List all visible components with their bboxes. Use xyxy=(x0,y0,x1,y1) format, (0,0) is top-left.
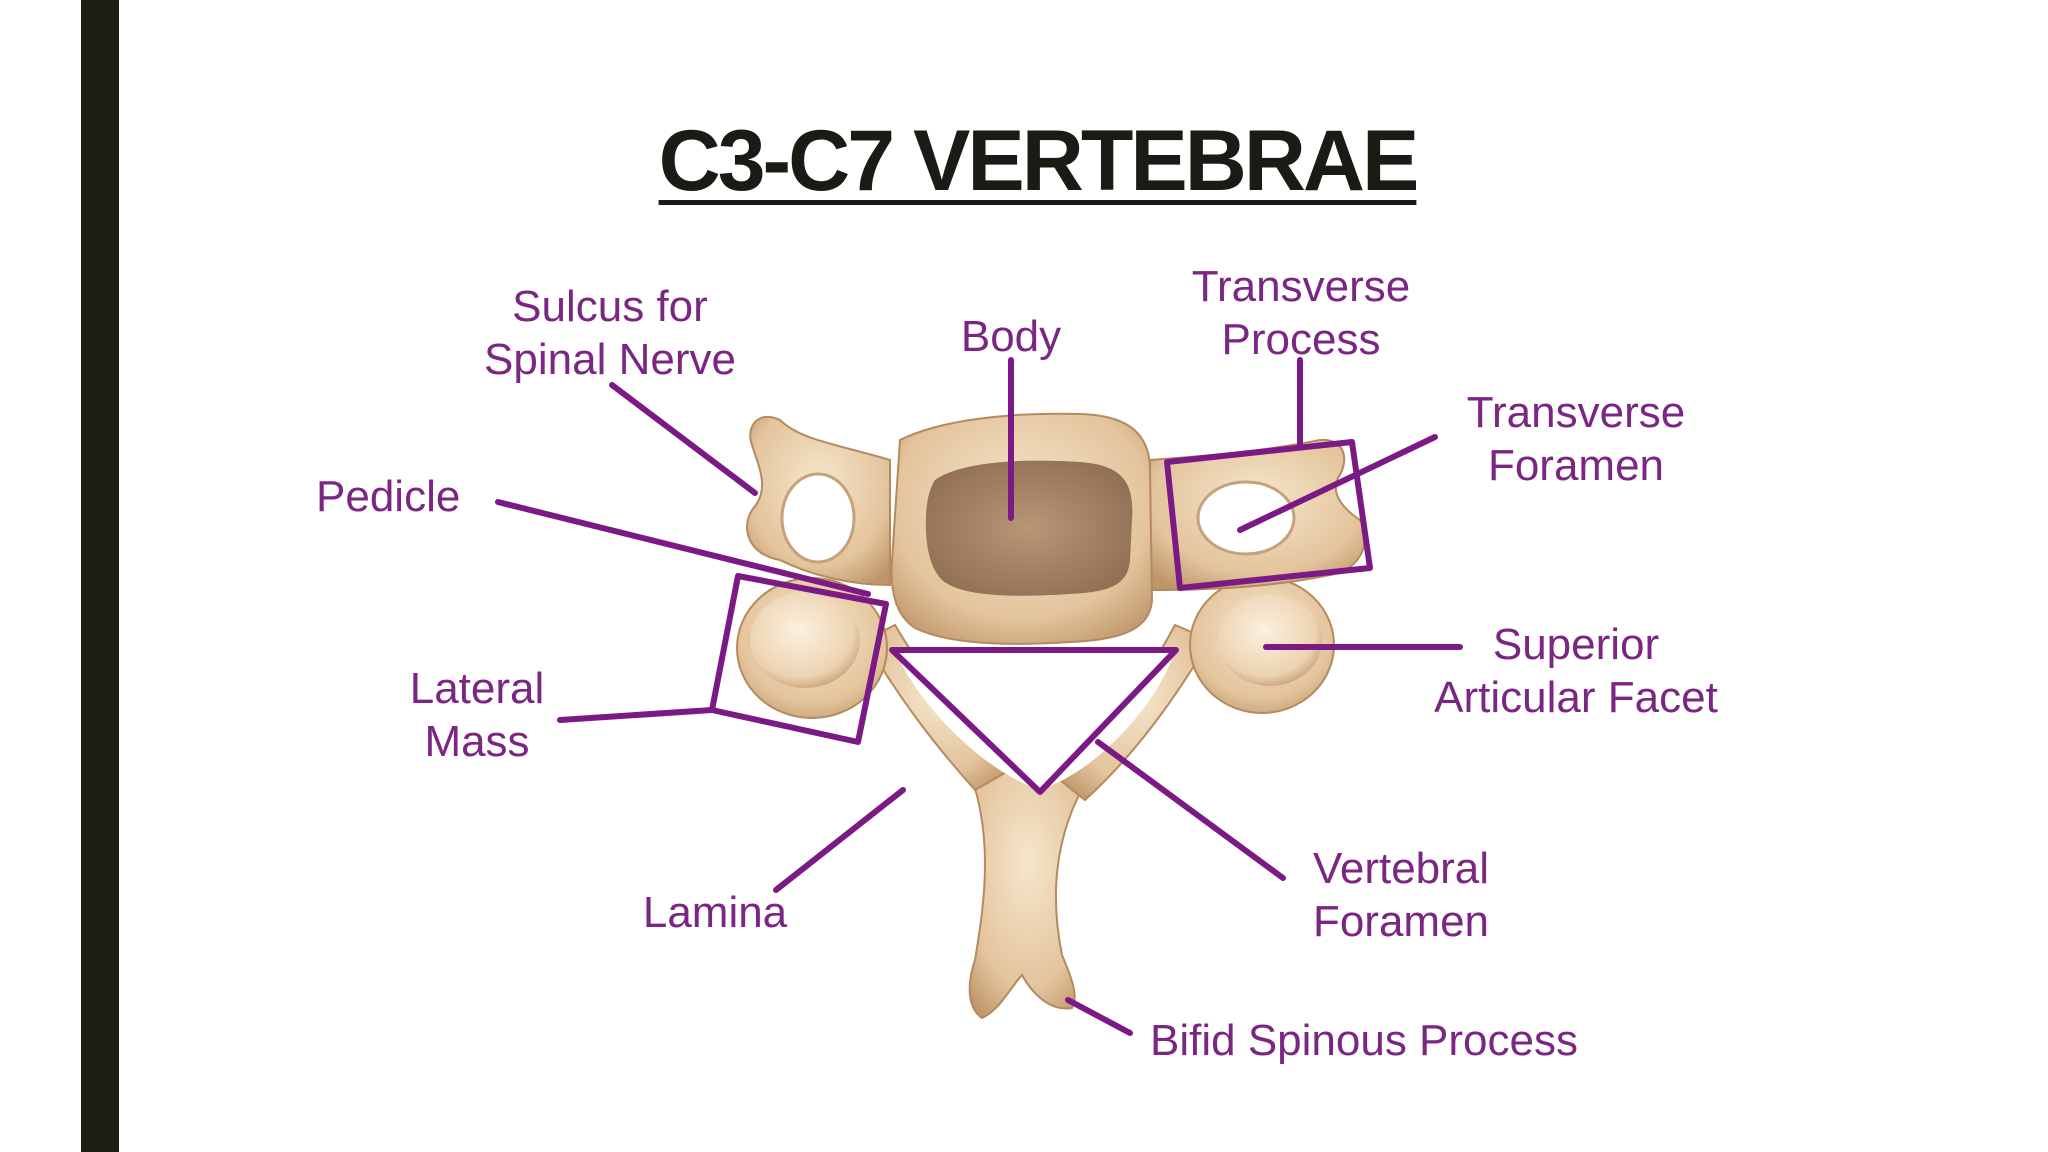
label-lateral-mass-line2: Mass xyxy=(424,717,530,766)
leader-lamina xyxy=(773,787,906,893)
label-sulcus-line2: Spinal Nerve xyxy=(484,335,736,384)
label-superior-articular-facet: Superior Articular Facet xyxy=(1400,618,1752,724)
label-sulcus-line1: Sulcus for xyxy=(512,282,708,331)
label-sulcus-for-spinal-nerve: Sulcus for Spinal Nerve xyxy=(462,280,758,386)
vertebral-foramen-outline xyxy=(889,647,1179,795)
slide-title: C3-C7 VERTEBRAE xyxy=(658,113,1420,209)
label-transverse-process-line2: Process xyxy=(1221,315,1381,364)
vertebra-illustration xyxy=(736,412,1366,1020)
right-facet-shape xyxy=(1218,594,1322,686)
label-superior-facet-line1: Superior xyxy=(1492,620,1660,669)
leader-transverse-foramen xyxy=(1237,434,1438,533)
lateral-mass-outline xyxy=(709,573,889,745)
left-transverse-foramen-shape xyxy=(780,472,856,564)
label-lateral-mass: Lateral Mass xyxy=(392,662,562,768)
label-transverse-process-line1: Transverse xyxy=(1191,262,1411,311)
leader-pedicle xyxy=(495,499,871,597)
spinous-process-shape xyxy=(963,758,1092,1020)
transverse-process-outline xyxy=(1164,439,1373,591)
label-transverse-foramen: Transverse Foramen xyxy=(1438,386,1714,492)
leader-lines xyxy=(495,357,1463,1036)
label-bifid-spinous-process: Bifid Spinous Process xyxy=(1150,1016,1578,1065)
label-vertebral-foramen-line1: Vertebral xyxy=(1312,844,1490,893)
vertebral-body-core xyxy=(925,460,1133,596)
label-vertebral-foramen-line2: Foramen xyxy=(1312,897,1490,946)
label-transverse-foramen-line1: Transverse xyxy=(1466,388,1686,437)
right-transverse-foramen-shape xyxy=(1196,480,1296,556)
slide-side-bar xyxy=(81,0,119,1152)
label-superior-facet-line2: Articular Facet xyxy=(1434,673,1718,722)
label-transverse-process: Transverse Process xyxy=(1160,260,1442,366)
label-lamina: Lamina xyxy=(642,888,788,937)
label-vertebral-foramen: Vertebral Foramen xyxy=(1290,842,1512,948)
leader-sulcus xyxy=(609,382,758,496)
leader-vertebral-foramen xyxy=(1095,739,1286,881)
leader-lateral-mass xyxy=(557,707,715,723)
leader-bifid-spinous xyxy=(1065,997,1133,1036)
label-transverse-foramen-line2: Foramen xyxy=(1487,441,1665,490)
label-pedicle: Pedicle xyxy=(316,472,461,521)
label-body: Body xyxy=(960,312,1062,361)
vertebral-foramen-shape xyxy=(895,646,1175,790)
label-lateral-mass-line1: Lateral xyxy=(409,664,545,713)
left-facet-shape xyxy=(750,592,860,688)
